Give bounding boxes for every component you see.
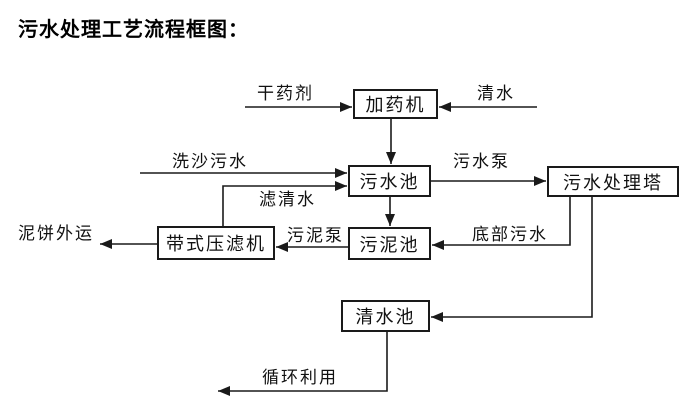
node-sludge-pool: 污泥池 bbox=[348, 227, 431, 260]
page-title: 污水处理工艺流程框图： bbox=[18, 19, 249, 41]
flow-label-sand-washing-sewage: 洗沙污水 bbox=[172, 152, 248, 171]
node-sewage-pool: 污水池 bbox=[348, 165, 431, 197]
flow-label-filtered-water: 滤清水 bbox=[259, 190, 316, 209]
flow-arrow-filter-press-to-sewage-pool bbox=[222, 181, 347, 226]
flow-label-dry-agent: 干药剂 bbox=[257, 84, 314, 103]
flow-label-sludge-pump: 污泥泵 bbox=[287, 226, 344, 245]
flow-label-clean-water: 清水 bbox=[477, 84, 515, 103]
flow-arrow-clear-water-pool-to-recycling bbox=[218, 332, 388, 396]
node-clear-water-pool: 清水池 bbox=[341, 300, 430, 332]
node-belt-filter-press: 带式压滤机 bbox=[157, 226, 275, 260]
flow-label-bottom-sewage: 底部污水 bbox=[472, 225, 548, 244]
flow-label-mud-cake-out: 泥饼外运 bbox=[18, 224, 94, 243]
node-treatment-tower: 污水处理塔 bbox=[547, 166, 679, 197]
flow-arrow-tower-to-clear-water-pool bbox=[431, 197, 593, 322]
flow-label-sewage-pump: 污水泵 bbox=[453, 152, 510, 171]
flow-label-recycling: 循环利用 bbox=[262, 368, 338, 387]
flow-arrow-tower-to-sludge-pool bbox=[432, 197, 571, 250]
node-dosing-machine: 加药机 bbox=[353, 89, 438, 119]
